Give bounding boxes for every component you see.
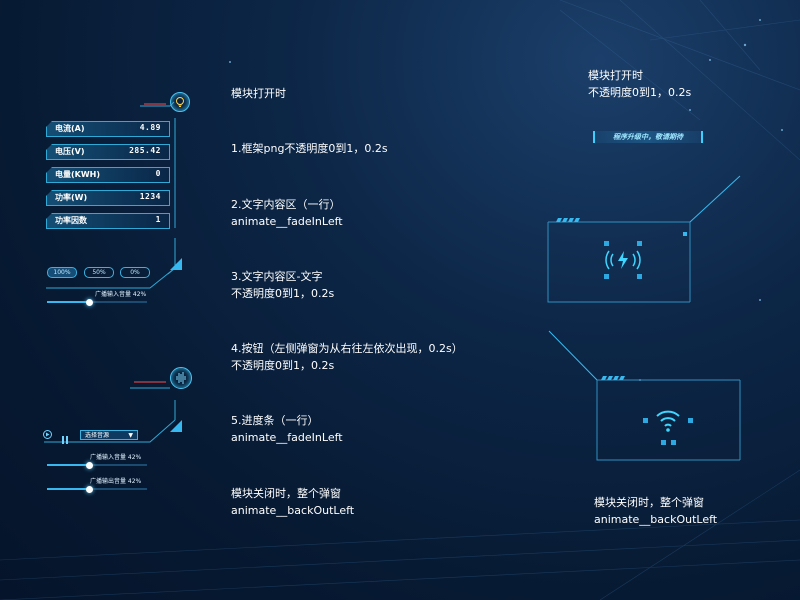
power-slider-knob[interactable]	[86, 299, 93, 306]
percent-50-button[interactable]: 50%	[84, 267, 114, 278]
step2-note: 2.文字内容区（一行） animate__fadeInLeft	[231, 198, 343, 228]
power-slider-fill	[47, 301, 89, 303]
row-value: 285.42	[129, 146, 161, 155]
right-close-note: 模块关闭时，整个弹窗 animate__backOutLeft	[594, 496, 718, 526]
power-row-factor: 功率因数 1	[46, 213, 170, 229]
chevron-down-icon: ▼	[128, 432, 133, 439]
input-volume-fill	[47, 464, 89, 466]
step5-note: 5.进度条（一行） animate__fadeInLeft	[231, 414, 343, 444]
step1-note: 1.框架png不透明度0到1，0.2s	[231, 142, 388, 155]
row-value: 1234	[139, 192, 161, 201]
percent-0-button[interactable]: 0%	[120, 267, 150, 278]
charging-popup-frame	[547, 175, 741, 303]
row-label: 功率因数	[55, 216, 87, 225]
power-slider-track[interactable]	[47, 301, 147, 303]
play-icon	[46, 432, 50, 437]
row-value: 4.89	[139, 123, 161, 132]
wifi-icon	[643, 398, 693, 446]
lightbulb-icon	[170, 92, 190, 112]
output-volume-track[interactable]	[47, 488, 147, 490]
source-select-value: 选择音源	[85, 432, 110, 439]
pause-icon	[62, 436, 68, 444]
power-row-voltage: 电压(V) 285.42	[46, 144, 170, 160]
power-slider-label: 广播输入音量 42%	[95, 291, 147, 298]
audio-panel-frame	[44, 381, 182, 443]
power-row-current: 电流(A) 4.89	[46, 121, 170, 137]
close-note: 模块关闭时，整个弹窗 animate__backOutLeft	[231, 487, 355, 517]
play-button[interactable]	[43, 430, 52, 439]
step4-note: 4.按钮（左侧弹窗为从右往左依次出现，0.2s） 不透明度0到1，0.2s	[231, 342, 463, 372]
source-select[interactable]: 选择音源 ▼	[80, 430, 138, 440]
row-label: 电量(KWH)	[55, 170, 101, 179]
output-volume-label: 广播输出音量 42%	[90, 478, 142, 485]
sound-wave-icon	[170, 367, 192, 389]
output-volume-knob[interactable]	[86, 486, 93, 493]
output-volume-fill	[47, 488, 89, 490]
wifi-popup-frame	[548, 330, 741, 461]
row-value: 0	[155, 169, 161, 178]
row-value: 1	[155, 215, 161, 224]
percent-100-button[interactable]: 100%	[47, 267, 77, 278]
input-volume-label: 广播输入音量 42%	[90, 454, 142, 461]
left-open-title: 模块打开时	[231, 87, 286, 100]
row-label: 电流(A)	[55, 124, 85, 133]
step3-note: 3.文字内容区-文字 不透明度0到1，0.2s	[231, 270, 335, 300]
power-row-energy: 电量(KWH) 0	[46, 167, 170, 183]
status-banner: 程序升级中，敬请期待	[593, 131, 703, 143]
row-label: 电压(V)	[55, 147, 85, 156]
pause-button[interactable]	[61, 430, 70, 444]
input-volume-track[interactable]	[47, 464, 147, 466]
power-row-power: 功率(W) 1234	[46, 190, 170, 206]
input-volume-knob[interactable]	[86, 462, 93, 469]
row-label: 功率(W)	[55, 193, 88, 202]
charging-icon	[600, 237, 646, 283]
right-open-note: 模块打开时 不透明度0到1，0.2s	[588, 69, 692, 99]
